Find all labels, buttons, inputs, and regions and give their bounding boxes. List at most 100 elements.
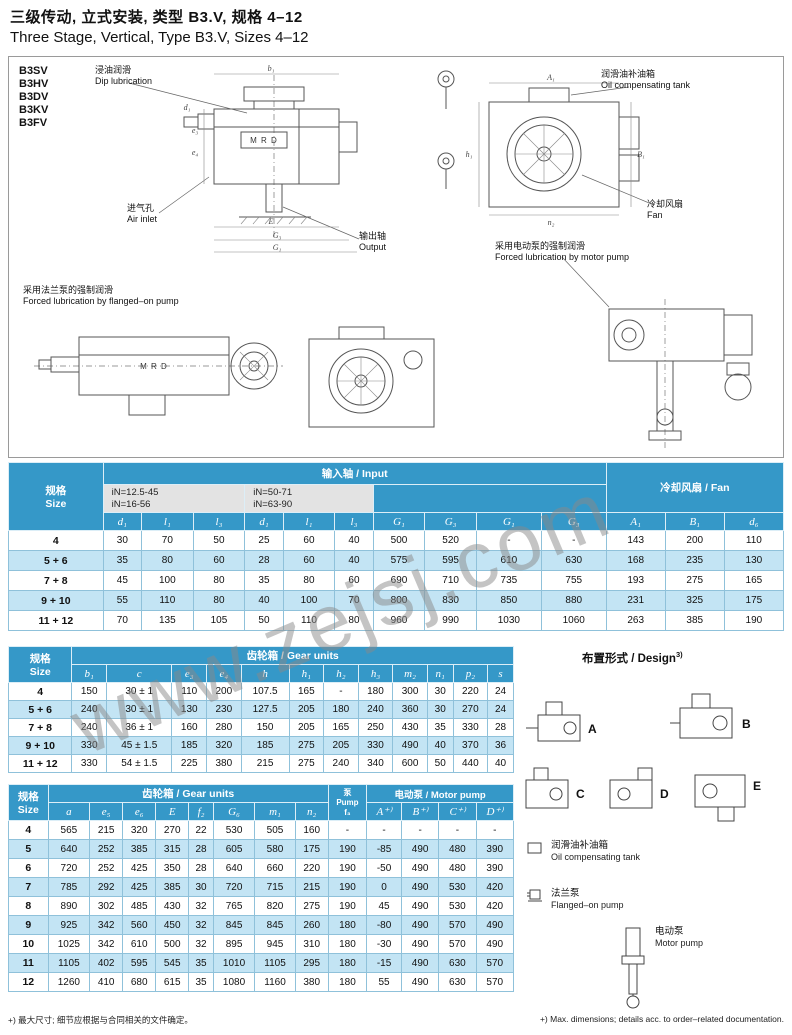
value-cell: 490 <box>400 934 440 954</box>
value-cell: 480 <box>438 839 477 859</box>
value-cell: 200 <box>206 682 242 701</box>
size-cell: 11 + 12 <box>7 754 73 773</box>
col-header: h₃ <box>357 664 394 683</box>
design-variant-label: C <box>576 787 585 801</box>
value-cell: 263 <box>605 610 666 631</box>
value-cell: 315 <box>155 839 190 859</box>
value-cell: 735 <box>475 570 542 591</box>
value-cell: 380 <box>294 972 329 992</box>
value-cell: 36 ± 1 <box>105 718 173 737</box>
value-cell: 110 <box>282 610 336 631</box>
value-cell: 25 <box>244 530 284 551</box>
value-cell: 30 <box>426 682 454 701</box>
value-cell: 60 <box>282 550 336 571</box>
value-cell: 55 <box>366 972 402 992</box>
design-variant-d-glyph <box>609 767 653 809</box>
value-cell: 275 <box>288 736 325 755</box>
col-header: h₂ <box>323 664 359 683</box>
value-cell: 320 <box>206 736 242 755</box>
value-cell: 630 <box>438 953 477 973</box>
value-cell: 660 <box>254 858 296 878</box>
value-cell: 193 <box>605 570 666 591</box>
value-cell: 165 <box>723 570 785 591</box>
size-cell: 12 <box>8 972 49 992</box>
value-cell: 360 <box>392 700 428 719</box>
value-cell: 385 <box>122 839 157 859</box>
value-cell: 32 <box>188 934 214 954</box>
value-cell: - <box>327 820 368 840</box>
value-cell: 595 <box>424 550 477 571</box>
technical-drawing-panel: M R D <box>8 56 784 458</box>
value-cell: 610 <box>122 934 157 954</box>
callout-oil-tank: 润滑油补油箱 Oil compensating tank <box>601 69 691 90</box>
value-cell: 890 <box>47 896 91 916</box>
value-cell: 50 <box>192 530 246 551</box>
input-header: 输入轴 / Input <box>102 462 607 485</box>
value-cell: 28 <box>188 858 214 878</box>
value-cell: 28 <box>244 550 284 571</box>
value-cell: 40 <box>426 736 454 755</box>
footnote-zh: +) 最大尺寸; 细节应根据与合同相关的文件确定。 <box>8 1015 193 1025</box>
value-cell: 610 <box>475 550 542 571</box>
value-cell: 35 <box>188 953 214 973</box>
value-cell: 715 <box>254 877 296 897</box>
page-title: 三级传动, 立式安装, 类型 B3.V, 规格 4–12 Three Stage… <box>10 6 309 46</box>
size-header: 规格 Size <box>7 646 73 683</box>
value-cell: 390 <box>475 858 515 878</box>
value-cell: 45 <box>102 570 143 591</box>
value-cell: 24 <box>487 700 514 719</box>
col-header: m₂ <box>392 664 428 683</box>
value-cell: 490 <box>400 972 440 992</box>
col-header: m₁ <box>254 802 296 821</box>
design-variant-label: A <box>588 722 597 736</box>
design-variant-e-glyph <box>694 774 746 822</box>
value-cell: 130 <box>171 700 208 719</box>
value-cell: 180 <box>327 915 368 935</box>
size-cell: 4 <box>8 530 104 551</box>
value-cell: 190 <box>327 858 368 878</box>
value-cell: 425 <box>122 877 157 897</box>
value-cell: 330 <box>357 736 394 755</box>
value-cell: - <box>366 820 402 840</box>
design-variant-c-glyph <box>525 767 569 809</box>
value-cell: 160 <box>294 820 329 840</box>
value-cell: 190 <box>327 896 368 916</box>
gear-units-header: 齿轮箱 / Gear units <box>47 784 329 803</box>
col-header: s <box>487 664 514 683</box>
size-cell: 4 <box>8 820 49 840</box>
value-cell: 330 <box>452 718 489 737</box>
value-cell: 135 <box>141 610 194 631</box>
dim-label: h₁ <box>466 150 473 159</box>
input-fan-table: 规格 Size 输入轴 / Input 冷却风扇 / Fan iN=12.5-4… <box>8 462 785 631</box>
dim-label: d₁ <box>184 103 191 112</box>
value-cell: 615 <box>155 972 190 992</box>
value-cell: 205 <box>323 736 359 755</box>
motor-pump-view-drawing <box>608 299 753 449</box>
callout-fan: 冷却风扇 Fan <box>647 199 684 220</box>
value-cell: 755 <box>540 570 607 591</box>
value-cell: 595 <box>122 953 157 973</box>
value-cell: 490 <box>400 896 440 916</box>
design-panel: 布置形式 / Design3) A B C D <box>520 648 784 1010</box>
size-header: 规格 Size <box>8 462 104 531</box>
value-cell: 32 <box>188 915 214 935</box>
value-cell: 430 <box>392 718 428 737</box>
col-header: e₃ <box>171 664 208 683</box>
value-cell: 240 <box>71 700 107 719</box>
value-cell: 110 <box>723 530 785 551</box>
value-cell: 60 <box>334 570 374 591</box>
value-cell: 765 <box>212 896 256 916</box>
footnotes: +) 最大尺寸; 细节应根据与合同相关的文件确定。 +) Max. dimens… <box>8 1014 784 1026</box>
col-header: e₄ <box>206 664 242 683</box>
value-cell: 160 <box>171 718 208 737</box>
size-cell: 10 <box>8 934 49 954</box>
col-header: B₁ <box>664 512 725 531</box>
col-header: h₁ <box>288 664 325 683</box>
value-cell: 28 <box>188 839 214 859</box>
value-cell: 580 <box>254 839 296 859</box>
design-variants-diagram: A B C D E <box>525 693 761 822</box>
size-cell: 7 <box>8 877 49 897</box>
value-cell: 800 <box>372 590 426 611</box>
